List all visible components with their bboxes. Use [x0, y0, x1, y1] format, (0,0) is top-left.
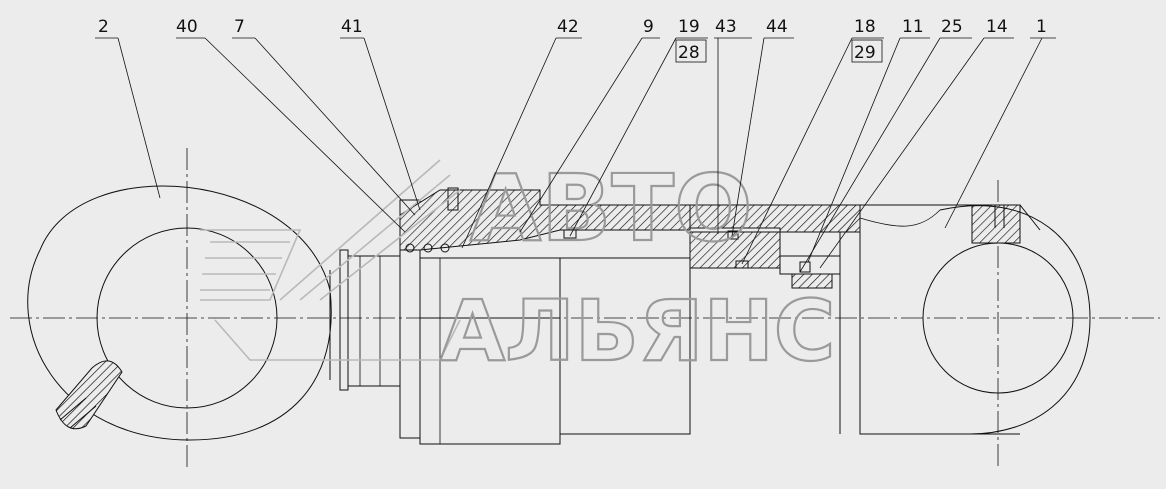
callout-14: 14 [986, 17, 1008, 37]
callout-1: 1 [1036, 17, 1047, 37]
watermark-line1: АВТО [470, 155, 752, 262]
watermark-line2: АЛЬЯНС [440, 282, 835, 380]
right-eye [859, 205, 1091, 435]
callout-41: 41 [341, 17, 363, 37]
callout-28: 28 [678, 43, 700, 63]
leader-lines [95, 37, 1056, 273]
rod-and-gland [329, 199, 691, 445]
callout-11: 11 [902, 17, 924, 37]
callout-43: 43 [715, 17, 737, 37]
callout-29: 29 [854, 43, 876, 63]
left-eye [27, 185, 332, 441]
callout-numbers: 2 40 7 41 42 9 19 28 43 44 18 29 11 25 1… [98, 17, 1047, 63]
callout-9: 9 [643, 17, 654, 37]
callout-40: 40 [176, 17, 198, 37]
callout-42: 42 [557, 17, 579, 37]
callout-2: 2 [98, 17, 109, 37]
cylinder-tube [399, 187, 1041, 435]
watermark-logo: АВТО АЛЬЯНС [200, 154, 837, 381]
callout-19: 19 [678, 17, 700, 37]
callout-25: 25 [941, 17, 963, 37]
callout-44: 44 [766, 17, 788, 37]
callout-18: 18 [854, 17, 876, 37]
callout-7: 7 [234, 17, 245, 37]
